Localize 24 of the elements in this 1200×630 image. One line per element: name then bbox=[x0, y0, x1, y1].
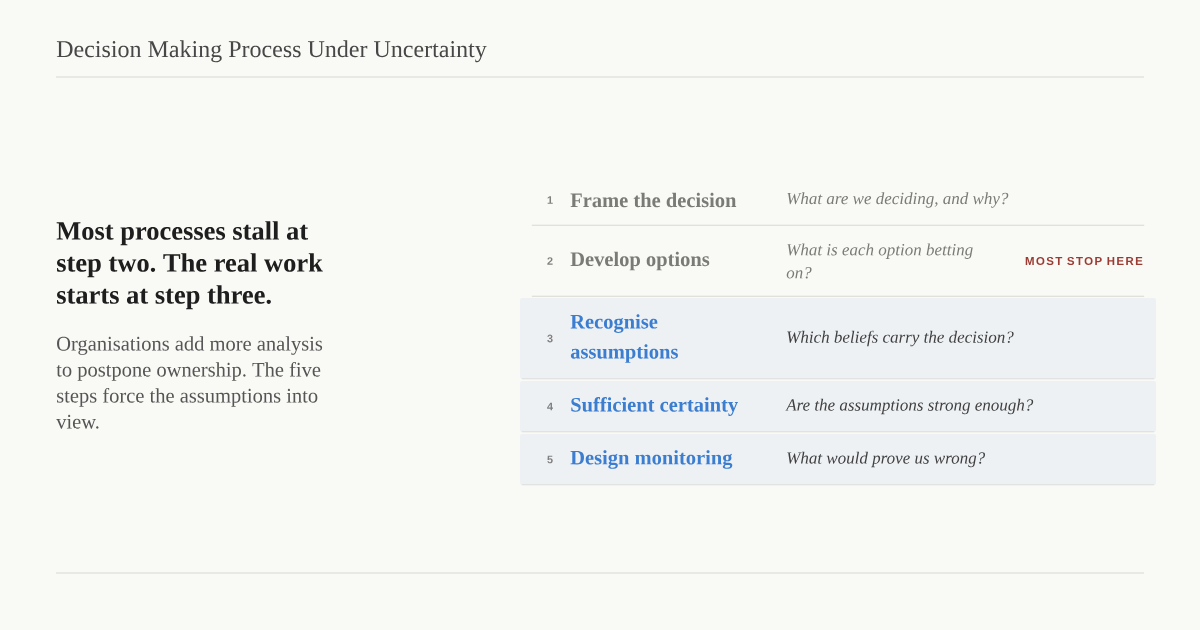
step-number: 5 bbox=[547, 455, 553, 464]
step-number: 1 bbox=[547, 196, 553, 204]
step-question: Which beliefs carry the decision? bbox=[787, 330, 1014, 347]
title: Decision Making Process Under Uncertainty bbox=[56, 40, 487, 63]
step-number: 2 bbox=[547, 257, 553, 265]
body-text: Organisations add more analysis to postpone ownership. The five steps force the assumptions into view. bbox=[56, 336, 323, 429]
step-question: Are the assumptions strong enough? bbox=[785, 398, 1034, 415]
headline: Most processes stall at step two. The real work starts at step three. bbox=[56, 221, 323, 310]
step-question: What is each option betting on? bbox=[786, 243, 973, 279]
step-question: What are we deciding, and why? bbox=[787, 192, 1009, 208]
step-title: Develop options bbox=[570, 251, 710, 271]
step-row bbox=[520, 434, 1156, 486]
note-label: MOST STOP HERE bbox=[1025, 256, 1143, 266]
step-title: Design monitoring bbox=[570, 450, 733, 469]
step-title: Recognise assumptions bbox=[570, 314, 678, 363]
step-number: 3 bbox=[547, 334, 553, 343]
step-row bbox=[520, 298, 1156, 380]
step-row bbox=[531, 192, 1145, 226]
step-title: Sufficient certainty bbox=[571, 397, 738, 416]
step-row bbox=[520, 381, 1156, 433]
step-question: What would prove us wrong? bbox=[787, 451, 986, 468]
step-title: Frame the decision bbox=[570, 192, 737, 208]
step-number: 4 bbox=[547, 402, 553, 411]
step-row bbox=[531, 243, 1145, 297]
